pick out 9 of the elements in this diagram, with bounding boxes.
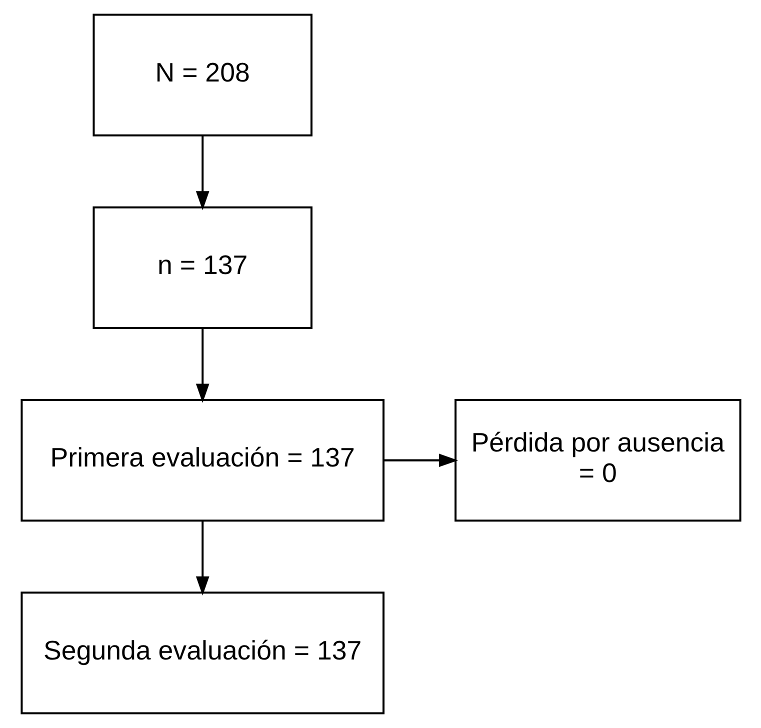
arrow: [195, 520, 209, 596]
node-box: Primera evaluación = 137: [20, 399, 384, 522]
node-box: N = 208: [92, 14, 312, 136]
arrow: [195, 328, 209, 403]
node-box: Segunda evaluación = 137: [20, 592, 384, 714]
arrow: [195, 136, 209, 210]
arrow: [384, 454, 458, 467]
node-box: n = 137: [92, 206, 312, 329]
node-box: Pérdida por ausencia = 0: [454, 399, 741, 522]
